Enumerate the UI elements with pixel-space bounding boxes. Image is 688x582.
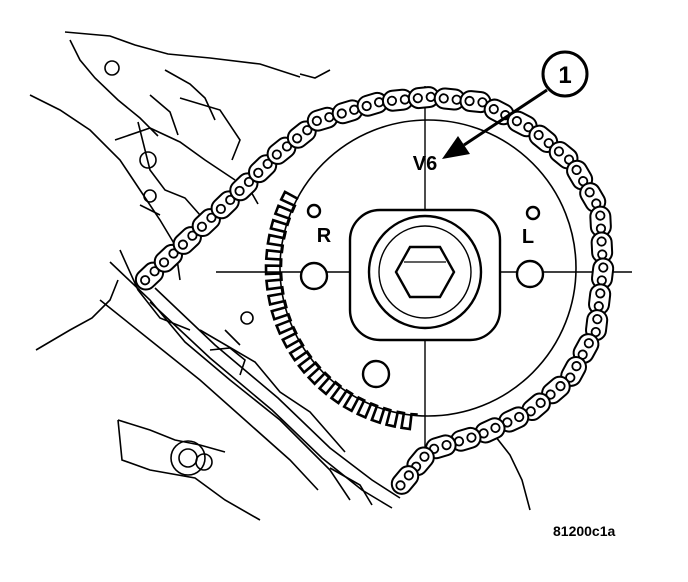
sprocket-teeth (264, 190, 418, 431)
chain-link (560, 356, 587, 387)
engine-block-outline (29, 31, 531, 521)
hub-bolt-icon (394, 245, 456, 299)
r-timing-mark-hole (306, 203, 322, 219)
chain-link (306, 106, 339, 132)
chain-link (191, 208, 221, 238)
chain-link (331, 99, 364, 125)
sprocket-mark-l: L (522, 226, 534, 248)
chain-guide (149, 287, 401, 509)
chain-link (541, 375, 571, 405)
callout-number: 1 (558, 62, 571, 89)
lower-hole (361, 359, 391, 389)
chain-link (521, 392, 551, 422)
timing-chain (134, 86, 615, 495)
sprocket-hub (348, 208, 502, 342)
right-dowel-hole (515, 259, 545, 289)
sprocket-mark-v6: V6 (413, 153, 437, 175)
chain-link (356, 91, 389, 117)
cam-sprocket (264, 119, 577, 431)
left-dowel-hole (299, 261, 329, 291)
sprocket-holes (299, 203, 545, 389)
figure-code: 81200c1a (553, 523, 616, 539)
sprocket-rim (279, 119, 577, 417)
chain-link (528, 124, 559, 153)
callout-bubble: 1 (541, 50, 589, 98)
chain-link (247, 154, 278, 184)
chain-link (506, 110, 538, 138)
chain-link (459, 90, 492, 114)
chain-link (390, 465, 420, 495)
chain-link (474, 417, 506, 444)
sprocket-mark-r: R (317, 225, 332, 247)
chain-link (172, 226, 202, 255)
l-timing-mark-hole (525, 205, 541, 221)
chain-link (407, 86, 440, 110)
callout-arrow (442, 88, 548, 159)
engine-bolts (104, 60, 254, 476)
chain-link (210, 190, 240, 220)
chain-link (588, 283, 612, 316)
chain-link (134, 261, 165, 291)
chain-link (433, 87, 466, 111)
